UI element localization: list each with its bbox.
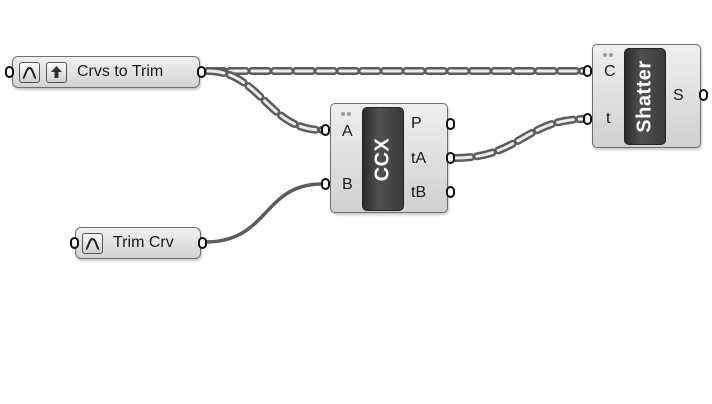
wire-trimcrv-to-ccx-b <box>203 182 324 244</box>
param-label: Trim Crv <box>113 234 174 251</box>
output-tb-label: tB <box>411 184 427 201</box>
param-output-grip[interactable] <box>198 237 207 249</box>
output-s-label: S <box>673 87 684 104</box>
input-grip-a[interactable] <box>321 124 330 136</box>
component-name: Shatter <box>633 60 656 133</box>
component-ccx[interactable]: CCX A B P tA tB <box>330 103 448 213</box>
input-b-label: B <box>342 176 353 193</box>
input-grip-b[interactable] <box>321 178 330 190</box>
input-a-label: A <box>342 123 353 140</box>
output-p-label: P <box>411 115 422 132</box>
param-input-grip[interactable] <box>70 237 79 249</box>
curve-param-icon <box>19 61 40 83</box>
param-crvs-to-trim[interactable]: Crvs to Trim <box>12 56 200 88</box>
component-shatter[interactable]: Shatter C t S <box>592 44 701 148</box>
curve-param-icon <box>82 232 103 254</box>
output-grip-s[interactable] <box>699 89 708 101</box>
component-drag-dots <box>603 44 617 57</box>
param-trim-crv[interactable]: Trim Crv <box>75 227 201 259</box>
param-input-grip[interactable] <box>5 66 14 78</box>
output-grip-p[interactable] <box>446 118 455 130</box>
param-label: Crvs to Trim <box>77 63 164 80</box>
input-grip-c[interactable] <box>583 65 592 77</box>
output-grip-tb[interactable] <box>446 186 455 198</box>
component-core: CCX <box>362 107 404 211</box>
component-name: CCX <box>371 137 394 181</box>
input-grip-t[interactable] <box>583 113 592 125</box>
input-t-label: t <box>606 110 611 127</box>
set-multiple-icon <box>46 61 67 83</box>
component-drag-dots <box>341 103 355 116</box>
wire-crvs-to-ccx-a <box>204 67 326 134</box>
output-grip-ta[interactable] <box>446 152 455 164</box>
wire-ccx-ta-to-shatter-t <box>451 115 590 162</box>
param-output-grip[interactable] <box>197 66 206 78</box>
input-c-label: C <box>604 63 616 80</box>
component-core: Shatter <box>624 48 666 145</box>
output-ta-label: tA <box>411 150 427 167</box>
